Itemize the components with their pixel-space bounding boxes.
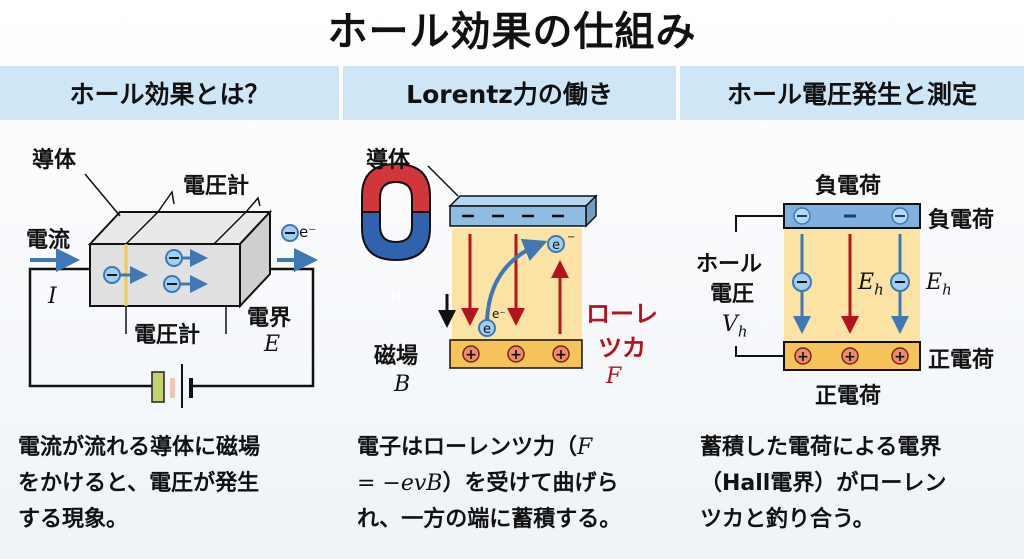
current-label: 電流 — [26, 228, 71, 253]
svg-text:+: + — [465, 347, 477, 363]
electron-icon — [890, 272, 910, 292]
hall-voltage-symbol-main: V — [722, 312, 738, 337]
magnetic-field-symbol: B — [394, 372, 411, 397]
description-hall-voltage: 蓄積した電荷による電界 （Hall電界）がローレン ツカと釣り合う。 — [700, 430, 1020, 538]
description-line: 電子はローレンツ力（F — [357, 430, 677, 466]
svg-text:+: + — [555, 347, 567, 363]
current-symbol: I — [48, 284, 57, 309]
hall-field-symbol-main: E — [858, 270, 875, 295]
lorentz-force-diagram: + + + e e − e⁻ — [361, 162, 598, 369]
hall-voltage-label-line1: ホール — [696, 252, 763, 277]
hall-voltage-label-line2: 電圧 — [710, 282, 755, 307]
svg-text:e: e — [552, 238, 560, 253]
positive-plate: + + + — [449, 339, 583, 369]
panel-header-hall-effect: ホール効果とは？ — [0, 66, 339, 120]
svg-text:e: e — [483, 322, 491, 337]
magnet-south-label: S — [391, 366, 401, 381]
panel-header-lorentz-force: Lorentz力の働き — [343, 66, 676, 120]
negative-charge-right-label: 負電荷 — [928, 208, 995, 233]
hall-voltage-symbol: Vh — [722, 312, 748, 340]
hall-field-symbol-right: Eh — [926, 270, 952, 298]
voltmeter-bottom-label: 電圧計 — [134, 323, 201, 348]
svg-text:+: + — [510, 347, 522, 363]
hall-field-symbol-sub: h — [942, 280, 952, 299]
description-line: （Hall電界）がローレン — [700, 471, 947, 496]
conductor-label: 導体 — [366, 148, 411, 173]
svg-text:+: + — [797, 349, 809, 365]
lorentz-force-label-line2: ツカ — [598, 334, 646, 362]
panel-hall-voltage-diagram: + + + 負電荷 負電荷 正電荷 正電荷 ホール 電圧 Vh Eh Eh — [680, 124, 1024, 424]
negative-plate — [448, 194, 598, 228]
svg-text:e⁻: e⁻ — [492, 307, 506, 321]
electron-icon — [163, 275, 208, 293]
panel-lorentz-diagram: + + + e e − e⁻ 導体 N S 磁場 B ローレ ツ — [340, 124, 680, 424]
description-line: 電流が流れる導体に磁場 — [18, 435, 261, 460]
description-line: = −evB）を受けて曲げら — [357, 466, 677, 502]
description-hall-effect: 電流が流れる導体に磁場 をかけると、電圧が発生 する現象。 — [18, 430, 338, 538]
description-text: 電子はローレンツ力（ — [357, 435, 578, 460]
formula-expression: = −evB — [357, 471, 443, 496]
negative-charge-top-label: 負電荷 — [815, 174, 882, 199]
electron-icon — [103, 266, 148, 284]
lorentz-force-symbol: F — [606, 364, 622, 389]
hall-voltage-diagram: + + + — [735, 203, 921, 371]
formula-symbol: F — [577, 435, 593, 460]
electron-icon: e − — [547, 232, 575, 253]
description-line: 蓄積した電荷による電界 — [700, 435, 942, 460]
svg-text:−: − — [567, 232, 575, 243]
battery-icon — [151, 364, 193, 408]
description-text: ）を受けて曲げら — [442, 471, 619, 496]
description-line: をかけると、電圧が発生 — [18, 471, 260, 496]
svg-text:+: + — [844, 349, 856, 365]
electron-icon — [165, 249, 208, 267]
magnet-icon — [361, 162, 431, 262]
hall-voltage-bracket — [735, 215, 784, 232]
conductor-circuit-diagram — [28, 173, 318, 408]
electron-icon: e — [478, 319, 496, 337]
hall-voltage-bracket — [735, 346, 784, 357]
page-title: ホール効果の仕組み — [327, 9, 697, 55]
description-lorentz-force: 電子はローレンツ力（F = −evB）を受けて曲げら れ、一方の端に蓄積する。 — [357, 430, 677, 538]
description-line: れ、一方の端に蓄積する。 — [357, 507, 622, 532]
hall-field-symbol-sub: h — [874, 280, 884, 299]
svg-text:+: + — [894, 349, 906, 365]
hall-field-symbol-center: Eh — [858, 270, 884, 298]
hall-voltage-symbol-sub: h — [737, 322, 748, 341]
description-line: する現象。 — [18, 507, 129, 532]
electron-icon — [281, 224, 299, 242]
positive-charge-right-label: 正電荷 — [928, 348, 995, 373]
panel-header-hall-voltage: ホール電圧発生と測定 — [680, 66, 1024, 120]
electron-out-label: e⁻ — [299, 223, 317, 241]
electric-field-symbol: E — [264, 332, 281, 357]
electric-field-label: 電界 — [247, 306, 292, 331]
magnetic-field-label: 磁場 — [374, 344, 419, 369]
positive-charge-bottom-label: 正電荷 — [815, 384, 882, 409]
description-line: ツカと釣り合う。 — [700, 507, 875, 532]
electron-trajectory — [485, 238, 548, 321]
positive-plate: + + + — [783, 341, 921, 371]
circuit-wire — [192, 267, 315, 388]
lorentz-force-label-line1: ローレ — [586, 300, 658, 328]
magnet-north-label: N — [391, 290, 402, 305]
panel-hall-effect-diagram: 導体 電圧計 電流 I 電圧計 電界 E e⁻ — [0, 124, 340, 424]
conductor-label: 導体 — [32, 148, 77, 173]
voltmeter-top-label: 電圧計 — [183, 174, 250, 199]
hall-field-symbol-main: E — [926, 270, 943, 295]
negative-plate — [783, 203, 921, 229]
electron-icon — [792, 272, 812, 292]
